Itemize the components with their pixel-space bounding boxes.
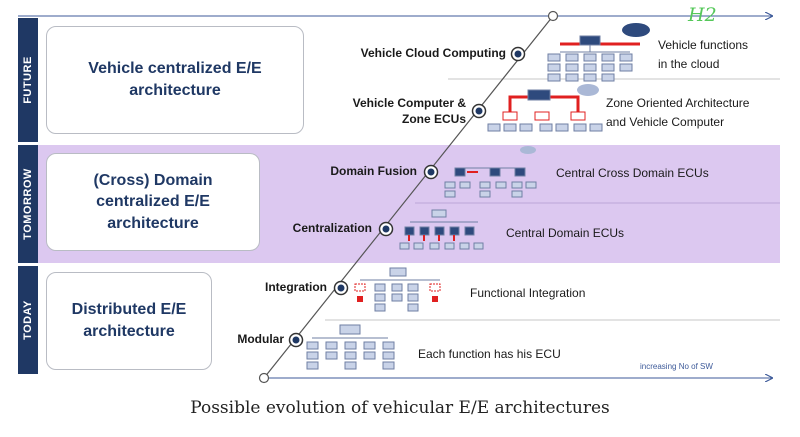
stage-label-vehicle-cloud: Vehicle Cloud Computing: [360, 46, 506, 60]
stage-label-modular: Modular: [237, 332, 284, 346]
progression-line: [263, 15, 554, 379]
figure-caption: Possible evolution of vehicular E/E arch…: [190, 398, 610, 418]
stage-description-centralization: Central Domain ECUs: [506, 226, 625, 240]
stage-label-integration: Integration: [265, 280, 327, 294]
arch-icon-domain-fusion: [444, 146, 537, 198]
stage-label-vehicle-computer: Vehicle Computer & Zone ECUs: [352, 96, 466, 126]
stage-description-modular: Each function has his ECU: [418, 347, 561, 361]
today-tag: TODAY: [18, 266, 38, 374]
start-marker: [258, 372, 270, 384]
stage-marker-centralization: [378, 221, 394, 237]
stage-description-vehicle-cloud: Vehicle functions in the cloud: [658, 38, 749, 71]
stage-description-integration: Functional Integration: [470, 286, 586, 300]
tomorrow-era-box: (Cross) Domain centralized E/E architect…: [46, 153, 260, 251]
logo: H2: [688, 4, 717, 26]
arch-icon-modular: [306, 324, 395, 370]
stage-marker-vehicle-cloud: [510, 46, 526, 62]
stage-description-domain-fusion: Central Cross Domain ECUs: [556, 166, 709, 180]
stage-label-centralization: Centralization: [292, 221, 372, 235]
stage-marker-integration: [333, 280, 349, 296]
axis-note: increasing No of SW: [640, 362, 713, 371]
stage-description-vehicle-computer: Zone Oriented Architecture and Vehicle C…: [606, 96, 750, 129]
future-era-box: Vehicle centralized E/E architecture: [46, 26, 304, 134]
arch-icon-centralization: [399, 209, 484, 250]
today-era-box: Distributed E/E architecture: [46, 272, 212, 370]
tomorrow-tag: TOMORROW: [18, 145, 38, 263]
arch-icon-vehicle-computer: [487, 84, 603, 132]
end-marker: [547, 10, 559, 22]
stage-marker-vehicle-computer: [471, 103, 487, 119]
arch-icon-integration: [354, 267, 441, 312]
stage-marker-domain-fusion: [423, 164, 439, 180]
future-tag: FUTURE: [18, 18, 38, 142]
stage-marker-modular: [288, 332, 304, 348]
stage-label-domain-fusion: Domain Fusion: [330, 164, 417, 178]
arch-icon-vehicle-cloud: [547, 23, 650, 82]
